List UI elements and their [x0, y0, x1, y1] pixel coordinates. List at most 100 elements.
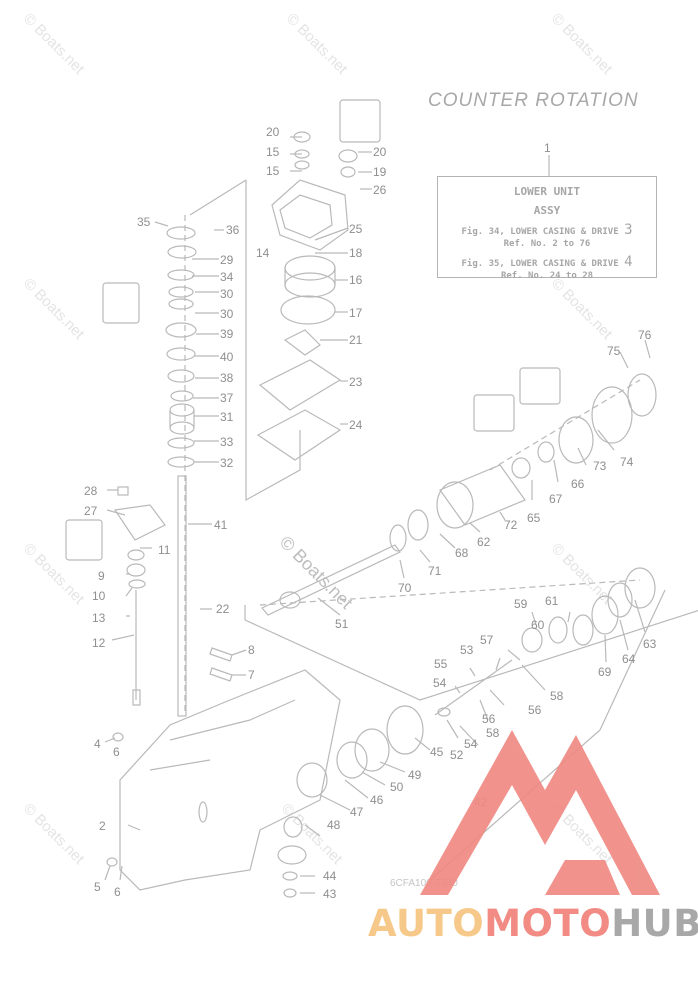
part-label: 66 — [571, 477, 585, 491]
part-label: 52 — [450, 748, 464, 762]
diagram-title: COUNTER ROTATION — [428, 90, 639, 111]
part-label: 73 — [593, 459, 607, 473]
part-label: 18 — [349, 246, 363, 260]
part-label: 33 — [220, 435, 234, 449]
part-label: 58 — [550, 689, 564, 703]
part-label: 22 — [216, 602, 230, 616]
part-label: 35 — [137, 215, 151, 229]
part-label: 34 — [220, 270, 234, 284]
part-label: 46 — [370, 793, 384, 807]
part-label: 21 — [349, 333, 363, 347]
part-label: 41 — [214, 518, 228, 532]
part-label: 64 — [622, 652, 636, 666]
part-label: 61 — [545, 594, 559, 608]
part-label: 30 — [220, 287, 234, 301]
part-label: 20 — [373, 145, 387, 159]
part-label: 72 — [504, 518, 518, 532]
part-label: 24 — [349, 418, 363, 432]
part-label: 54 — [433, 676, 447, 690]
part-label: 65 — [527, 511, 541, 525]
part-label: 67 — [549, 492, 563, 506]
part-label: 57 — [480, 633, 494, 647]
assy-line-1: LOWER UNIT — [513, 185, 581, 198]
part-label: 68 — [455, 546, 469, 560]
part-label: 23 — [349, 375, 363, 389]
part-label: 26 — [373, 183, 387, 197]
part-label: 56 — [482, 712, 496, 726]
part-label: 45 — [430, 745, 444, 759]
part-label: 12 — [92, 636, 106, 650]
part-label: 2 — [99, 819, 106, 833]
assy-line-4: Ref. No. 2 to 76 — [503, 239, 591, 249]
part-label: 32 — [220, 456, 234, 470]
part-label: 28 — [84, 484, 98, 498]
part-label: 30 — [220, 307, 234, 321]
part-label: 5 — [94, 880, 101, 894]
assy-line-6: Ref. No. 24 to 28 — [500, 271, 594, 281]
part-label: 27 — [84, 504, 98, 518]
assy-line-5-text: Fig. 35, LOWER CASING & DRIVE — [461, 259, 619, 269]
part-label: 75 — [607, 344, 621, 358]
assy-info-box: LOWER UNIT ASSY Fig. 34, LOWER CASING & … — [437, 176, 657, 281]
assy-line-5: Fig. 35, LOWER CASING & DRIVE 4 — [438, 254, 656, 270]
part-label: 20 — [266, 125, 280, 139]
part-label: 17 — [349, 306, 363, 320]
part-label: 19 — [373, 165, 387, 179]
part-label: 9 — [98, 569, 105, 583]
part-label: 36 — [226, 223, 240, 237]
part-label: 6 — [113, 745, 120, 759]
part-label: 56 — [528, 703, 542, 717]
part-label: 62 — [477, 535, 491, 549]
assy-line-3: Fig. 34, LOWER CASING & DRIVE 3 — [438, 222, 656, 238]
part-label: 31 — [220, 410, 234, 424]
part-label: 10 — [92, 589, 106, 603]
part-label: 13 — [92, 611, 106, 625]
part-label: 8 — [248, 643, 255, 657]
logo-word-auto: AUTO — [368, 902, 485, 945]
part-label: 71 — [428, 564, 442, 578]
part-label: 70 — [398, 581, 412, 595]
part-label: 29 — [220, 253, 234, 267]
assy-line-5-num: 4 — [624, 254, 633, 270]
part-label: 76 — [638, 328, 652, 342]
assy-line-2: ASSY — [533, 204, 561, 217]
part-label: 49 — [408, 768, 422, 782]
part-label: 25 — [349, 222, 363, 236]
part-label: 53 — [460, 643, 474, 657]
part-label: 15 — [266, 145, 280, 159]
logo-word-moto: MOTO — [484, 902, 612, 945]
part-label: 60 — [531, 618, 545, 632]
part-label: 6 — [114, 885, 121, 899]
part-label: 44 — [323, 869, 337, 883]
part-label: 47 — [350, 805, 364, 819]
part-label: 43 — [323, 887, 337, 901]
logo-word-hub: HUB — [611, 902, 698, 945]
part-label: 4 — [94, 737, 101, 751]
part-label: 58 — [486, 726, 500, 740]
part-label: 63 — [643, 637, 657, 651]
assy-ref-number: 1 — [544, 141, 551, 155]
part-label: 37 — [220, 391, 234, 405]
part-label: 39 — [220, 327, 234, 341]
part-label: 55 — [434, 657, 448, 671]
part-label: 54 — [464, 737, 478, 751]
logo-wordmark: AUTOMOTOHUB — [368, 902, 698, 945]
part-label: 15 — [266, 164, 280, 178]
part-label: 74 — [620, 455, 634, 469]
assy-line-3-text: Fig. 34, LOWER CASING & DRIVE — [461, 227, 619, 237]
part-label: 40 — [220, 350, 234, 364]
part-label: 38 — [220, 371, 234, 385]
part-label: 59 — [514, 597, 528, 611]
assy-line-3-num: 3 — [624, 222, 633, 238]
part-label: 69 — [598, 665, 612, 679]
part-label: 11 — [158, 543, 171, 557]
part-label: 7 — [248, 668, 255, 682]
diagram-code: 6CFA100-T340 — [390, 878, 458, 889]
part-label: 51 — [335, 617, 349, 631]
part-label: 16 — [349, 273, 363, 287]
part-label: 14 — [256, 246, 270, 260]
part-label: 50 — [390, 780, 404, 794]
